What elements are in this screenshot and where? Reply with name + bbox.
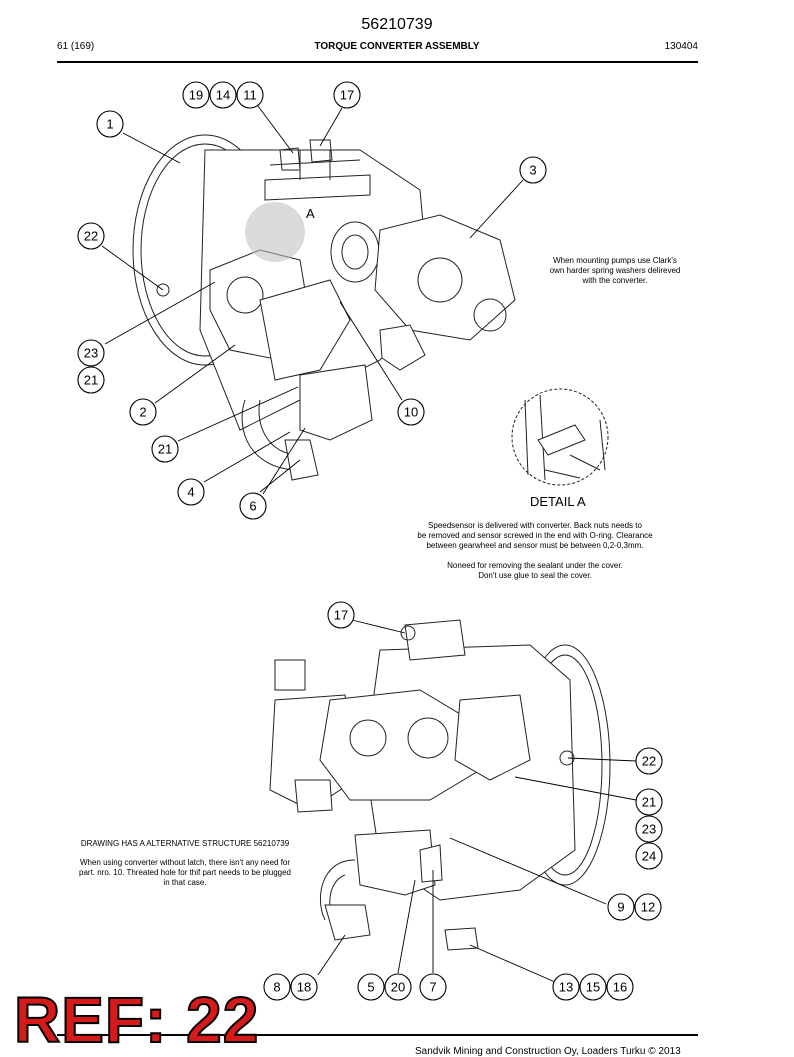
svg-text:23: 23	[84, 346, 98, 361]
svg-text:18: 18	[297, 980, 311, 995]
svg-text:8: 8	[273, 980, 280, 995]
svg-text:14: 14	[216, 88, 230, 103]
svg-text:5: 5	[367, 980, 374, 995]
svg-text:17: 17	[340, 88, 354, 103]
callout-14: 14	[209, 81, 237, 109]
callout-22-upper: 22	[77, 222, 105, 250]
detail-a-illustration	[511, 388, 609, 486]
page-number: 61 (169)	[57, 41, 95, 52]
callout-8: 8	[263, 973, 291, 1001]
callout-10: 10	[397, 398, 425, 426]
latch-note: When using converter without latch, ther…	[79, 858, 291, 887]
svg-text:16: 16	[613, 980, 627, 995]
callout-4: 4	[177, 478, 205, 506]
detail-a-title: DETAIL A	[530, 494, 586, 509]
callout-2: 2	[129, 398, 157, 426]
svg-text:24: 24	[642, 849, 656, 864]
svg-text:22: 22	[642, 754, 656, 769]
callout-13: 13	[552, 973, 580, 1001]
callout-3: 3	[519, 156, 547, 184]
svg-text:22: 22	[84, 229, 98, 244]
section-code: 130404	[664, 41, 698, 52]
callout-23-lower: 23	[635, 815, 663, 843]
lower-assembly-illustration	[269, 619, 611, 951]
svg-text:2: 2	[139, 405, 146, 420]
upper-assembly-illustration	[132, 134, 516, 481]
callout-5: 5	[357, 973, 385, 1001]
callout-12: 12	[634, 893, 662, 921]
ref-stamp: REF: 22	[13, 984, 260, 1056]
callout-21-upper-left: 21	[77, 366, 105, 394]
svg-text:21: 21	[642, 795, 656, 810]
svg-text:6: 6	[249, 499, 256, 514]
callout-6: 6	[239, 492, 267, 520]
svg-text:11: 11	[243, 88, 257, 103]
callout-1: 1	[96, 110, 124, 138]
svg-text:17: 17	[334, 608, 348, 623]
callout-7: 7	[419, 973, 447, 1001]
leader-lines	[101, 105, 637, 983]
svg-text:13: 13	[559, 980, 573, 995]
svg-text:21: 21	[158, 442, 172, 457]
svg-text:4: 4	[187, 485, 194, 500]
sealant-note: Noneed for removing the sealant under th…	[447, 561, 623, 580]
callout-17-upper: 17	[333, 81, 361, 109]
page-title: TORQUE CONVERTER ASSEMBLY	[314, 41, 480, 52]
callout-11: 11	[236, 81, 264, 109]
svg-text:10: 10	[404, 405, 418, 420]
svg-text:12: 12	[641, 900, 655, 915]
svg-text:3: 3	[529, 163, 536, 178]
callout-17-lower: 17	[327, 601, 355, 629]
svg-text:15: 15	[586, 980, 600, 995]
svg-text:23: 23	[642, 822, 656, 837]
svg-text:1: 1	[106, 117, 113, 132]
speedsensor-note: Speedsensor is delivered with converter.…	[417, 521, 653, 550]
callout-21-upper-mid: 21	[151, 435, 179, 463]
svg-text:19: 19	[189, 88, 203, 103]
callout-22-lower: 22	[635, 747, 663, 775]
callout-24: 24	[635, 842, 663, 870]
header-rule	[57, 61, 698, 63]
callout-23-upper: 23	[77, 339, 105, 367]
callout-9: 9	[607, 893, 635, 921]
mounting-note: When mounting pumps use Clark's own hard…	[549, 256, 681, 285]
callout-15: 15	[579, 973, 607, 1001]
svg-text:20: 20	[391, 980, 405, 995]
callout-19: 19	[182, 81, 210, 109]
callout-20: 20	[384, 973, 412, 1001]
svg-text:7: 7	[429, 980, 436, 995]
callout-21-lower: 21	[635, 788, 663, 816]
alternative-structure-note: DRAWING HAS A ALTERNATIVE STRUCTURE 5621…	[80, 839, 290, 848]
callout-18: 18	[290, 973, 318, 1001]
footer-rule	[57, 1034, 698, 1036]
view-label-a: A	[306, 206, 315, 221]
footer-copyright: Sandvik Mining and Construction Oy, Load…	[415, 1046, 681, 1057]
callout-16: 16	[606, 973, 634, 1001]
svg-text:21: 21	[84, 373, 98, 388]
document-number: 56210739	[361, 16, 433, 33]
svg-text:9: 9	[617, 900, 624, 915]
